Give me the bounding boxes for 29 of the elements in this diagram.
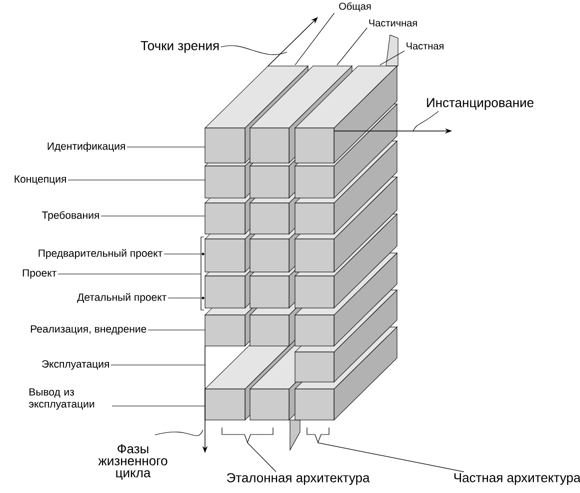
phase-label: Концепция [14,175,66,185]
viewpoint-label: Общая [339,2,371,12]
phase-label: Проект [22,269,56,279]
leader-line [126,146,206,148]
phase-label: Предварительный проект [38,249,162,259]
phase-label: Идентификация [48,142,125,152]
leader-line [220,45,288,55]
leader-line [154,430,204,436]
leader-line [380,50,405,66]
phase-label: Детальный проект [77,293,166,303]
bracket [222,427,274,444]
axis-label: Фазы жизненного цикла [98,444,168,480]
leader-line [110,364,206,366]
phase-label: Реализация, внедрение [30,325,146,335]
axis-label: Инстанцирование [427,98,534,110]
leader-line [318,442,464,472]
leader-line [294,12,335,66]
bracket [306,427,330,444]
architecture-label: Эталонная архитектура [226,473,370,485]
viewpoint-label: Частная [406,42,444,50]
leader-line [247,442,276,472]
phase-label: Эксплуатация [42,360,109,370]
phase-label: Требования [42,211,99,221]
leader-line [336,28,368,66]
viewpoint-label: Частичная [369,20,417,26]
leader-line [412,110,439,132]
axis-label: Точки зрения [140,41,219,53]
phase-label: Вывод из эксплуатации [28,388,94,410]
bracket [200,236,204,310]
